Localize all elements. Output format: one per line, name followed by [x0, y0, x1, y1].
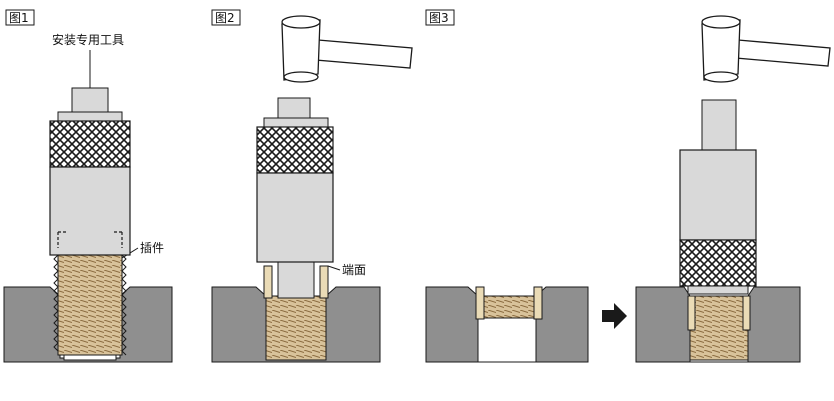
tool-knurled-grip — [256, 126, 334, 174]
end-face-leader-line — [327, 265, 341, 271]
figure-1-label: 图1 — [9, 11, 29, 25]
tool-hidden-lines — [57, 231, 123, 248]
figure-1-label-box — [5, 9, 35, 26]
hammer-icon — [281, 15, 413, 83]
thread-right-crests — [121, 254, 127, 356]
tool-body — [256, 172, 334, 263]
figure-2-label: 图2 — [215, 11, 235, 25]
tool-body — [679, 149, 757, 241]
insert-tang-right — [742, 295, 751, 331]
tool-label: 安装专用工具 — [52, 32, 124, 47]
tool-knurled-grip — [679, 239, 757, 287]
figure-2-label-box — [211, 9, 241, 26]
right-arrow-icon — [602, 303, 627, 329]
thread-left-crests — [53, 254, 59, 352]
insert-tang-left — [687, 295, 696, 331]
tool-knurled-grip — [49, 120, 131, 168]
tool-collar — [263, 117, 329, 128]
tool-body — [49, 166, 131, 256]
tool-collar — [687, 285, 749, 295]
figure-3: 图3 — [425, 9, 831, 363]
figure-2: 图2 端面 — [211, 9, 413, 363]
end-face-label: 端面 — [342, 263, 366, 277]
thread-insert — [57, 254, 123, 356]
thread-insert — [689, 295, 749, 361]
hammer-icon — [701, 15, 831, 83]
insert-tang-left — [263, 265, 273, 299]
tool-mandrel — [277, 261, 315, 299]
insert-tang-left — [475, 286, 485, 320]
tool-collar — [57, 111, 123, 122]
thread-insert-seated — [479, 295, 537, 319]
tool-top-pin — [71, 87, 109, 113]
thread-insert — [265, 295, 327, 361]
insert-tang-right — [319, 265, 329, 299]
tool-top-pin — [277, 97, 311, 119]
figure-1: 图1 安装专用工具 插件 — [3, 9, 173, 363]
insert-label: 插件 — [140, 241, 164, 255]
tool-top-pin — [701, 99, 737, 151]
figure-3-label-box — [425, 9, 455, 26]
insert-tang-right — [533, 286, 543, 320]
figure-3-label: 图3 — [429, 11, 449, 25]
